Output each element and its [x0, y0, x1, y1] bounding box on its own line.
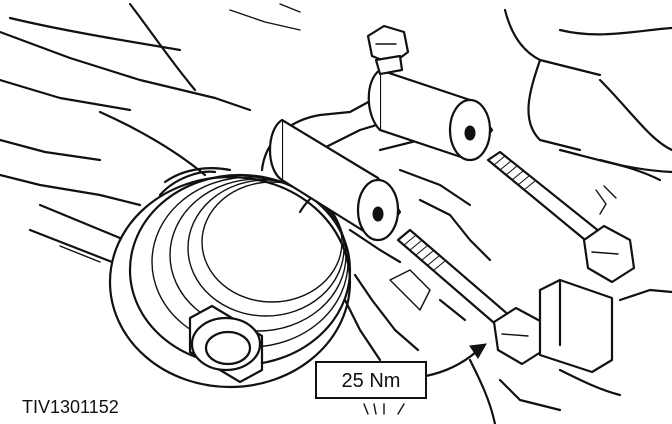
engine-block-right — [468, 8, 672, 424]
torque-callout: 25 Nm — [315, 361, 427, 399]
mounting-bolt-right — [486, 150, 636, 284]
ground-ticks — [363, 403, 405, 415]
engine-bracket-lines — [0, 2, 301, 207]
upper-spacer-sleeve — [366, 24, 494, 162]
pulley-hub — [188, 304, 264, 384]
mounting-bolt-left — [396, 228, 546, 366]
torque-value-label: 25 Nm — [342, 370, 401, 392]
drive-belt — [28, 203, 122, 264]
pump-pulley — [108, 167, 352, 389]
hex-bolt-head-top — [366, 24, 410, 76]
torque-leader-arrow — [424, 343, 487, 378]
lower-spacer-sleeve — [269, 118, 402, 242]
figure-reference-code: TIV1301152 — [22, 397, 119, 417]
